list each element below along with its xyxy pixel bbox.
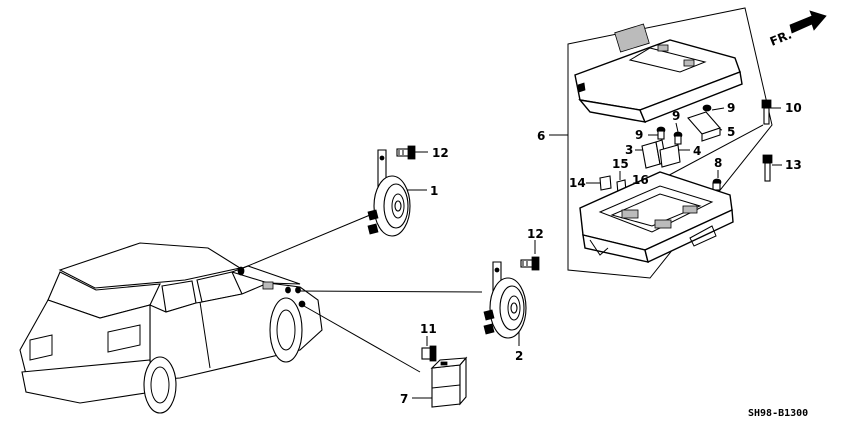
horn-lower bbox=[483, 261, 527, 339]
callout-1: 1 bbox=[430, 184, 438, 198]
callout-2: 2 bbox=[515, 349, 523, 363]
callout-7: 7 bbox=[400, 392, 408, 406]
callout-12a: 12 bbox=[432, 146, 449, 160]
callout-12b: 12 bbox=[527, 227, 544, 241]
callout-13: 13 bbox=[785, 158, 802, 172]
callout-5: 5 bbox=[727, 125, 735, 139]
diagram-code: SH98-B1300 bbox=[748, 408, 808, 419]
front-direction-indicator: FR. bbox=[768, 10, 827, 49]
direction-label: FR. bbox=[768, 27, 794, 48]
horn-relay bbox=[430, 356, 468, 408]
bolt-upper bbox=[396, 145, 416, 160]
callout-10: 10 bbox=[785, 101, 802, 115]
callout-16: 16 bbox=[632, 173, 649, 187]
callout-15: 15 bbox=[612, 157, 629, 171]
callout-3: 3 bbox=[625, 143, 633, 157]
callout-labels: 1 2 3 4 5 6 7 8 9 9 9 10 11 12 12 13 14 … bbox=[400, 101, 802, 406]
callout-9b: 9 bbox=[672, 109, 680, 123]
callout-9a: 9 bbox=[727, 101, 735, 115]
horn-upper bbox=[367, 149, 411, 237]
callout-6: 6 bbox=[537, 129, 545, 143]
vehicle-illustration bbox=[19, 242, 323, 414]
callout-14: 14 bbox=[569, 176, 586, 190]
callout-9c: 9 bbox=[635, 128, 643, 142]
callout-8: 8 bbox=[714, 156, 722, 170]
relay-bolt bbox=[421, 345, 437, 362]
bolt-lower bbox=[520, 256, 540, 271]
fuse-box-assembly bbox=[567, 7, 773, 279]
callout-11: 11 bbox=[420, 322, 437, 336]
callout-4: 4 bbox=[693, 144, 701, 158]
